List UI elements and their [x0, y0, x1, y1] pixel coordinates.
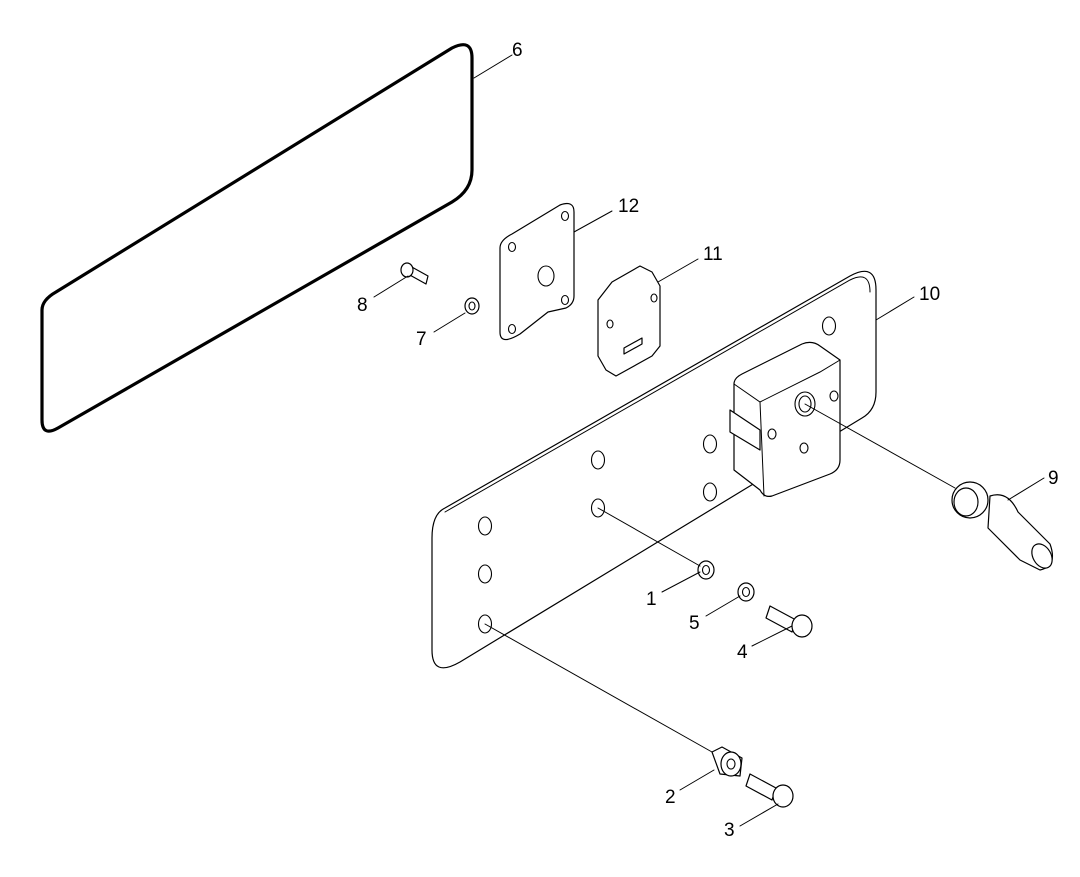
part-8-screw[interactable]	[400, 262, 429, 285]
callout-4: 4	[737, 642, 748, 663]
callout-3: 3	[724, 820, 735, 841]
callout-11: 11	[703, 244, 723, 265]
part-12-plate[interactable]	[499, 202, 575, 341]
part-11-gasket[interactable]	[597, 265, 661, 377]
callout-labels: 6 12 11 10 9 8 7 1 5 4 2 3	[357, 40, 1059, 841]
leader-lines	[373, 54, 1045, 827]
part-5-washer[interactable]	[737, 582, 755, 602]
callout-10: 10	[919, 284, 940, 305]
callout-2: 2	[665, 787, 676, 808]
callout-1: 1	[646, 589, 657, 610]
callout-12: 12	[618, 196, 639, 217]
callout-8: 8	[357, 295, 368, 316]
part-2-spacer-sleeve[interactable]	[711, 746, 743, 777]
part-1-washer[interactable]	[697, 560, 715, 580]
part-7-washer[interactable]	[464, 297, 480, 315]
part-4-bolt[interactable]	[765, 605, 813, 638]
callout-9: 9	[1048, 468, 1059, 489]
part-9-elbow-fitting[interactable]	[951, 481, 1056, 572]
part-10-mounting-plate[interactable]	[431, 270, 877, 669]
callout-5: 5	[689, 613, 700, 634]
assembly-lines	[484, 403, 956, 753]
callout-7: 7	[416, 329, 427, 350]
callout-6: 6	[512, 40, 523, 61]
part-6-gasket[interactable]	[40, 43, 474, 433]
part-3-bolt[interactable]	[745, 773, 794, 808]
